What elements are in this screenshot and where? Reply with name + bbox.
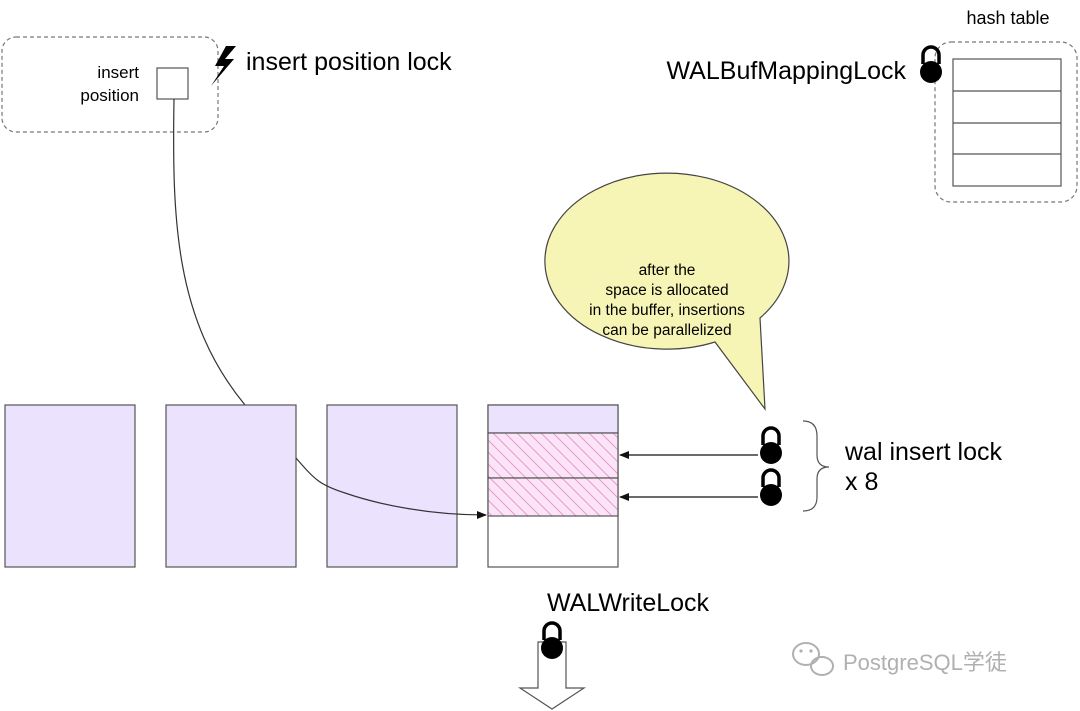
filled-record (487, 404, 619, 434)
hash-table (952, 58, 1062, 187)
wal-write-group: WALWriteLock (517, 589, 710, 710)
insert-position-frame (1, 36, 219, 133)
insert-position-connector (173, 98, 246, 406)
hash-table-group: hash table WALBufMappingLock (667, 8, 1078, 203)
reserved-insert-slot (487, 477, 619, 517)
insert-position-label-line2: position (80, 86, 139, 105)
wechat-logo-icon (792, 642, 834, 676)
wal-insert-lock-count: x 8 (845, 468, 878, 496)
padlock-icon (758, 426, 784, 466)
callout-line-3: in the buffer, insertions (589, 302, 745, 319)
padlock-icon (539, 621, 565, 661)
watermark: PostgreSQL学徒 (792, 642, 1007, 676)
buffer-page (165, 404, 297, 568)
callout-bubble: after the space is allocated in the buff… (544, 172, 790, 411)
reserved-insert-slot (487, 432, 619, 479)
callout-line-2: space is allocated (605, 282, 728, 299)
walbufmapping-lock-label: WALBufMappingLock (667, 57, 907, 85)
hash-table-label: hash table (966, 8, 1049, 28)
wal-buffer-pages (4, 404, 619, 568)
wal-insert-lock-label: wal insert lock (844, 438, 1002, 466)
lightning-bolt-icon (211, 46, 236, 86)
insert-position-lock-label: insert position lock (246, 48, 452, 76)
down-arrow-icon (517, 641, 587, 710)
insert-pointer-arrow (295, 457, 487, 519)
padlock-icon (758, 468, 784, 508)
buffer-page (4, 404, 136, 568)
insert-position-group: insert position insert position lock (1, 36, 452, 133)
buffer-page (326, 404, 458, 568)
insert-position-pointer-box (156, 67, 189, 100)
padlock-icon (918, 45, 944, 85)
current-buffer-page (487, 404, 619, 568)
watermark-text: PostgreSQL学徒 (843, 650, 1007, 675)
insert-position-label-line1: insert (97, 63, 139, 82)
walwrite-lock-label: WALWriteLock (547, 589, 710, 617)
brace (802, 420, 830, 512)
callout-line-4: can be parallelized (602, 322, 731, 339)
callout-line-1: after the (639, 262, 696, 279)
wal-insert-locks: wal insert lock x 8 (619, 420, 1002, 512)
hash-table-frame (934, 41, 1078, 203)
